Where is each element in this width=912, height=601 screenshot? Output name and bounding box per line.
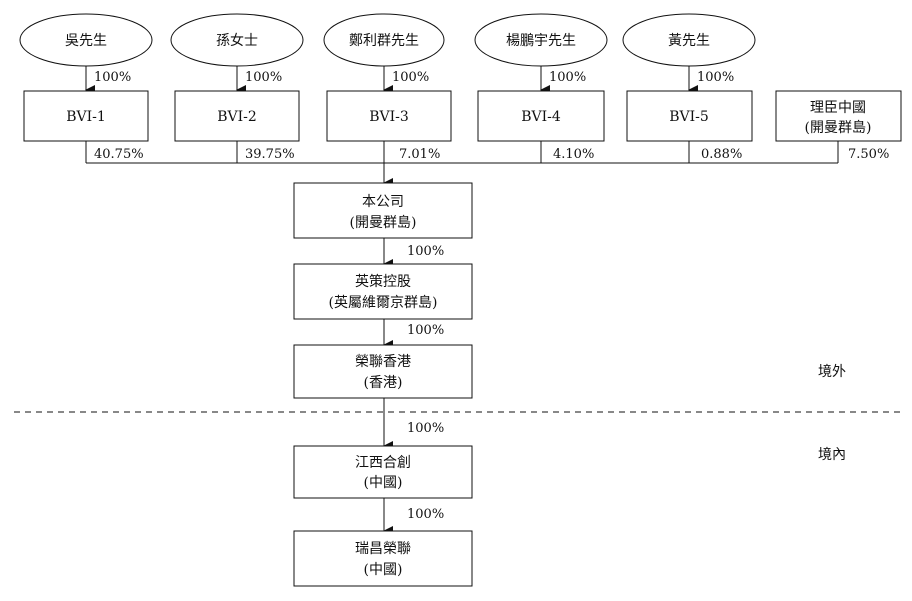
- ruichang-ronglian-box: 瑞昌榮聯 (中國): [293, 530, 473, 587]
- bvi-box-3: BVI-3: [326, 90, 452, 142]
- shareholder-name: 孫女士: [216, 32, 258, 49]
- entity-name: 理臣中國: [810, 100, 866, 116]
- stake-percent: 40.75%: [94, 147, 144, 162]
- bvi-label: BVI-2: [217, 109, 257, 125]
- region-label-offshore: 境外: [818, 364, 846, 380]
- stake-percent: 0.88%: [701, 147, 742, 162]
- bvi-label: BVI-3: [369, 109, 409, 125]
- lichen-china-box: 理臣中國 (開曼群島): [775, 90, 902, 142]
- stake-percent: 39.75%: [245, 147, 295, 162]
- shareholder-oval-zheng: 鄭利群先生: [323, 13, 445, 67]
- entity-jurisdiction: (香港): [364, 375, 403, 391]
- shareholder-oval-sun: 孫女士: [170, 13, 304, 67]
- ownership-percent: 100%: [407, 244, 444, 259]
- ownership-percent: 100%: [407, 421, 444, 436]
- region-label-onshore: 境內: [818, 447, 846, 463]
- shareholder-name: 楊鵬宇先生: [506, 32, 576, 49]
- shareholder-oval-huang: 黃先生: [622, 13, 756, 67]
- stake-percent: 7.50%: [848, 147, 889, 162]
- entity-name: 本公司: [362, 194, 404, 210]
- ownership-percent: 100%: [697, 70, 734, 85]
- stake-percent: 4.10%: [553, 147, 594, 162]
- shareholder-oval-wu: 吳先生: [19, 13, 153, 67]
- bvi-label: BVI-1: [66, 109, 106, 125]
- ownership-percent: 100%: [407, 507, 444, 522]
- ownership-percent: 100%: [392, 70, 429, 85]
- bvi-label: BVI-4: [521, 109, 561, 125]
- entity-name: 江西合創: [355, 455, 411, 471]
- yingce-holdings-box: 英策控股 (英屬維爾京群島): [293, 263, 473, 320]
- bvi-box-1: BVI-1: [23, 90, 149, 142]
- company-box: 本公司 (開曼群島): [293, 182, 473, 239]
- entity-name: 瑞昌榮聯: [355, 541, 411, 557]
- bvi-label: BVI-5: [669, 109, 709, 125]
- entity-jurisdiction: (開曼群島): [805, 120, 872, 136]
- ownership-percent: 100%: [245, 70, 282, 85]
- entity-name: 英策控股: [355, 273, 411, 290]
- bvi-box-4: BVI-4: [477, 90, 605, 142]
- ownership-percent: 100%: [94, 70, 131, 85]
- ronglian-hk-box: 榮聯香港 (香港): [293, 344, 473, 399]
- bvi-box-5: BVI-5: [626, 90, 753, 142]
- shareholder-name: 黃先生: [668, 33, 710, 49]
- entity-jurisdiction: (中國): [364, 562, 403, 578]
- entity-jurisdiction: (開曼群島): [350, 215, 417, 231]
- shareholder-oval-yang: 楊鵬宇先生: [474, 13, 608, 67]
- entity-jurisdiction: (英屬維爾京群島): [329, 294, 438, 311]
- entity-jurisdiction: (中國): [364, 475, 403, 491]
- shareholder-name: 鄭利群先生: [349, 33, 419, 49]
- oval-to-bvi-arrows: [85, 66, 698, 95]
- stake-percent: 7.01%: [399, 147, 440, 162]
- shareholder-name: 吳先生: [65, 33, 107, 49]
- stake-connectors: [85, 141, 839, 188]
- bvi-box-2: BVI-2: [174, 90, 300, 142]
- jiangxi-hechuang-box: 江西合創 (中國): [293, 445, 473, 499]
- entity-name: 榮聯香港: [355, 354, 411, 370]
- ownership-percent: 100%: [407, 323, 444, 338]
- ownership-percent: 100%: [549, 70, 586, 85]
